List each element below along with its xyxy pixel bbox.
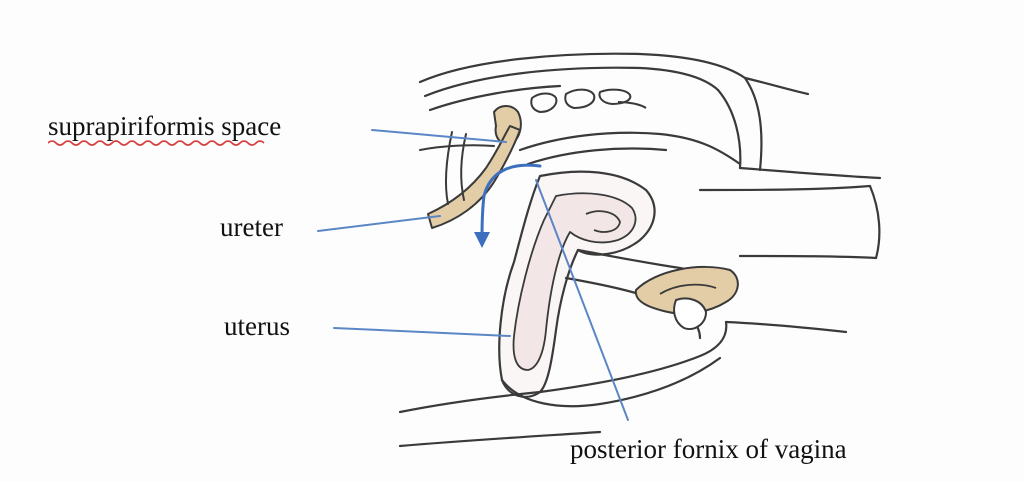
label-suprapiriformis-space: suprapiriformis space	[48, 111, 282, 146]
bladder-inner	[659, 283, 717, 295]
uterus-inner	[512, 192, 637, 371]
leader-uterus	[333, 327, 511, 337]
label-uterus: uterus	[224, 311, 290, 341]
ureter-structure	[427, 125, 521, 229]
curved-arrow	[474, 163, 542, 248]
label-posterior-fornix: posterior fornix of vagina	[570, 434, 847, 464]
label-ureter: ureter	[220, 212, 283, 242]
uterine-cavity	[585, 210, 621, 233]
bladder-structure	[634, 265, 739, 315]
urethra-loop	[673, 297, 708, 330]
leader-ureter	[317, 215, 441, 232]
rectum-outline	[518, 131, 882, 260]
pelvic-wall-lines	[419, 131, 495, 205]
sacrum-outline	[418, 52, 810, 172]
spellcheck-underline	[48, 140, 265, 146]
vertebrae	[530, 88, 647, 113]
leader-lines	[317, 129, 629, 421]
leader-suprapiriformis	[371, 129, 507, 143]
leader-fornix	[535, 179, 629, 421]
label-suprapiriformis-text: suprapiriformis space	[48, 111, 282, 141]
body-contour	[398, 320, 848, 448]
